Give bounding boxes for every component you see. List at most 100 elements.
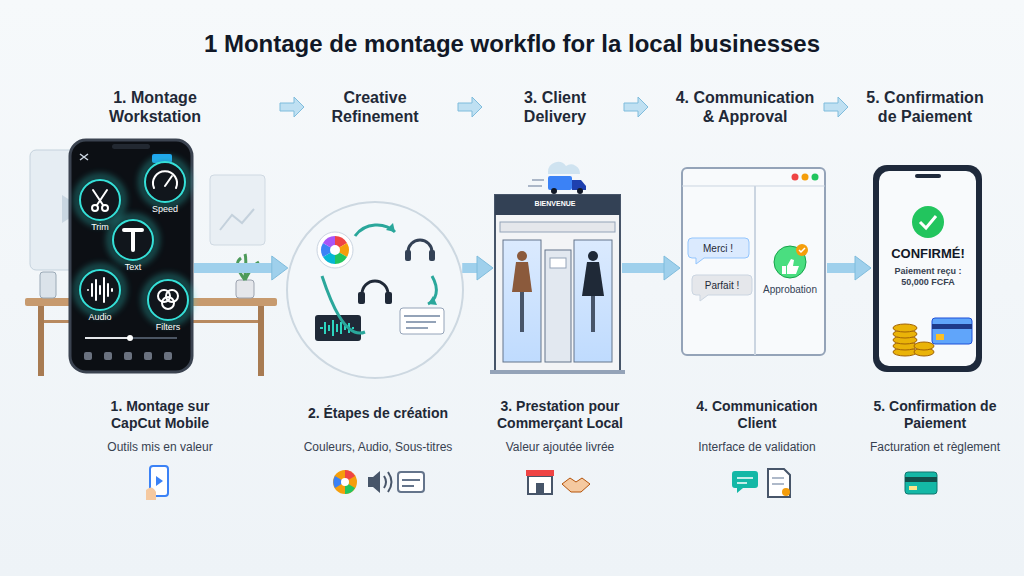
- payment-phone-part: [879, 171, 976, 366]
- arrow-head: [855, 256, 871, 280]
- editing-phone-part: [112, 144, 150, 149]
- approval-window-part: [792, 174, 799, 181]
- creative-circle: [287, 202, 463, 378]
- caption-text: Valeur ajoutée livrée: [475, 440, 645, 454]
- payment-phone-part: [893, 324, 917, 332]
- approval-window: [682, 168, 825, 355]
- editing-phone-part: [80, 270, 120, 310]
- approval-window-part: [802, 174, 809, 181]
- step-heading: 3. Client Delivery: [500, 88, 610, 126]
- approval-window-part: [688, 238, 749, 264]
- storefront-part: [490, 370, 625, 374]
- storefront-part: [582, 262, 604, 296]
- editing-phone-part: [127, 335, 133, 341]
- storefront-part: [551, 188, 557, 194]
- editing-phone-part: [80, 180, 120, 220]
- footer-icons-part: [341, 478, 349, 486]
- creative-circle-part: [315, 315, 361, 341]
- editing-phone-part: [141, 158, 189, 206]
- creative-circle-part: [322, 276, 365, 333]
- approval-text: Approbation: [758, 284, 822, 296]
- flow-arrow: [462, 256, 493, 280]
- confirm-text: CONFIRMÉ!: [880, 246, 976, 262]
- footer-icons-part: [333, 470, 357, 494]
- editing-phone-part: [144, 276, 192, 324]
- approval-window-part: [782, 259, 799, 274]
- storefront: [490, 162, 625, 374]
- tool-label: Speed: [145, 204, 185, 215]
- editing-phone-part: [162, 297, 174, 309]
- chat-bubble-text: Parfait !: [695, 280, 749, 292]
- payment-phone-part: [920, 216, 936, 228]
- storefront-node: 3. Client DeliveryBIENVENUE: [495, 195, 620, 372]
- creative-circle-part: [386, 223, 395, 232]
- creative-circle-part: [429, 250, 435, 261]
- editing-phone-part: [153, 171, 177, 188]
- editing-phone-part: [124, 352, 132, 360]
- approval-window-part: [754, 186, 756, 355]
- approval-window-node: 4. Communication & ApprovalMerci !Parfai…: [682, 168, 825, 355]
- header-arrows-part: [624, 97, 648, 117]
- editing-phone-part: [144, 352, 152, 360]
- editing-phone-part: [113, 220, 153, 260]
- storefront-part: [545, 250, 571, 362]
- editing-phone-part: [88, 278, 112, 302]
- editing-phone-part: [88, 171, 178, 309]
- footer-icons-part: [782, 488, 790, 496]
- footer-icons-part: [905, 477, 937, 482]
- payment-phone: [873, 165, 982, 372]
- payment-phone-part: [936, 334, 944, 340]
- payment-phone-part: [915, 174, 941, 178]
- footer-icons-part: [737, 478, 753, 483]
- arrow-shaft: [462, 263, 479, 273]
- storefront-part: [517, 251, 527, 261]
- editing-phone-part: [85, 337, 130, 339]
- tool-label: Trim: [80, 222, 120, 233]
- creative-circle-part: [317, 232, 353, 268]
- approval-window-part: [692, 275, 752, 301]
- storefront-part: [503, 240, 541, 362]
- footer-icons-part: [909, 486, 917, 490]
- arrow-head: [664, 256, 680, 280]
- tool-label: Text: [113, 262, 153, 273]
- approval-window-part: [812, 174, 819, 181]
- editing-phone-part: [76, 158, 192, 324]
- footer-icons-part: [772, 478, 784, 484]
- footer-icons-part: [402, 480, 420, 486]
- footer-icons-part: [768, 469, 790, 497]
- footer-icons-part: [368, 471, 380, 493]
- caption-text: Outils mis en valeur: [75, 440, 245, 454]
- editing-phone-part: [80, 154, 88, 160]
- caption-title: 3. Prestation pour Commerçant Local: [485, 398, 635, 432]
- tool-label: Filters: [146, 322, 190, 333]
- editing-phone-part: [145, 162, 185, 202]
- editing-phone-part: [76, 266, 124, 314]
- diagram-title: 1 Montage de montage workflo for la loca…: [32, 30, 992, 59]
- caption-text: Facturation et règlement: [850, 440, 1020, 454]
- approval-window-part: [682, 186, 825, 187]
- creative-circle-part: [362, 281, 388, 294]
- workstation-desk-part: [220, 209, 254, 230]
- storefront-part: [520, 292, 524, 332]
- payment-phone-part: [932, 324, 972, 329]
- editing-phone-part: [124, 230, 142, 250]
- footer-icons-part: [732, 471, 758, 493]
- creative-circle-part: [428, 276, 436, 304]
- editing-phone-part: [84, 352, 172, 360]
- editing-phone-part: [109, 216, 157, 264]
- arrow-shaft: [194, 263, 274, 273]
- payment-phone-part: [932, 318, 972, 344]
- footer-icons-part: [398, 472, 424, 492]
- footer-icons-part: [528, 476, 552, 494]
- chat-bubble-text: Merci !: [692, 243, 744, 255]
- creative-circle-part: [428, 296, 437, 305]
- workstation-desk-part: [210, 175, 265, 245]
- creative-circle-part: [330, 245, 340, 255]
- creative-circle-part: [408, 240, 432, 252]
- arrow-head: [272, 256, 288, 280]
- caption-title: 5. Confirmation de Paiement: [870, 398, 1000, 432]
- footer-icons: [146, 466, 937, 500]
- editing-phone-part: [70, 140, 192, 372]
- payment-phone-node: 5. Confirmation de PaiementCONFIRMÉ!Paie…: [873, 165, 982, 372]
